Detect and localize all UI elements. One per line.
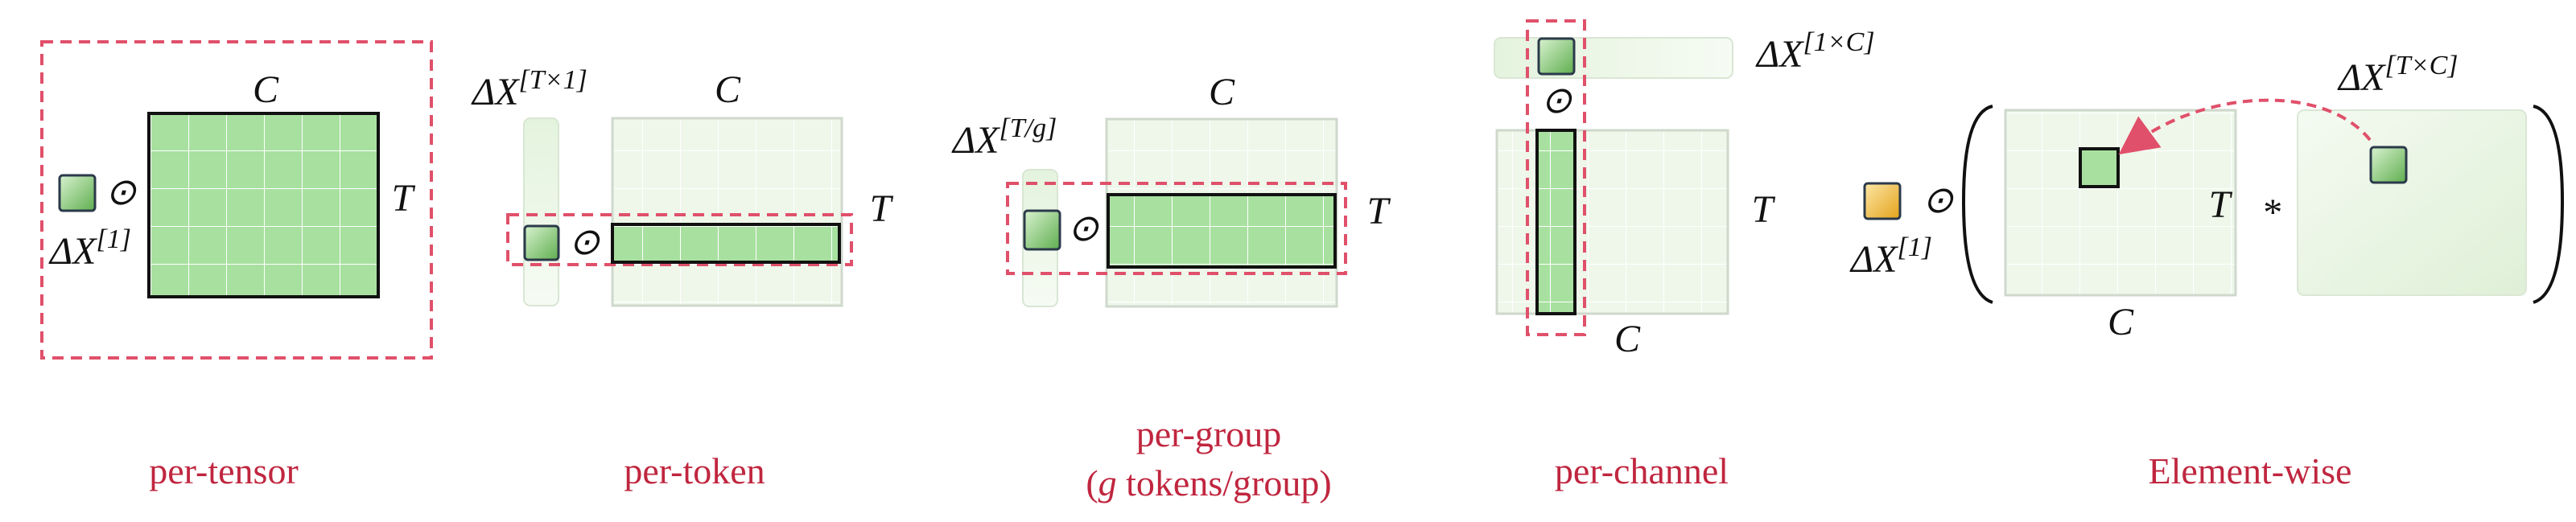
per-token-scale-column: [523, 117, 559, 306]
per-channel-row-label: T: [1752, 188, 1776, 231]
element-wise-matrix: [2004, 109, 2237, 297]
element-wise-scale-cell: [2369, 146, 2408, 184]
panel-per-tensor: C T ⊙ ΔX[1] per-tensor: [40, 40, 433, 491]
per-channel-scale-square: [1537, 37, 1576, 76]
panel-element-wise: ⊙ ΔX[1] T C * ΔX[T×C] Element-wise: [1849, 51, 2565, 491]
per-channel-matrix: [1495, 129, 1729, 315]
element-wise-multiply-op: *: [2261, 191, 2281, 234]
panel-per-group: ⊙ C T ΔX[T/g] per-group (g tokens/group): [951, 71, 1391, 504]
per-tensor-row-label: T: [392, 177, 416, 220]
per-channel-hadamard-op: ⊙: [1541, 80, 1572, 121]
per-channel-dashed-box: [1526, 19, 1586, 336]
per-group-col-label: C: [1209, 71, 1235, 113]
element-wise-col-label: C: [2108, 301, 2134, 343]
per-group-row-label: T: [1367, 190, 1391, 232]
per-tensor-caption: per-tensor: [149, 450, 299, 491]
per-token-col-label: C: [715, 68, 741, 111]
element-wise-hadamard-op: ⊙: [1923, 179, 1954, 220]
per-group-dashed-box: [1006, 182, 1347, 275]
per-tensor-dashed-box: [40, 40, 433, 360]
per-group-scale-square: [1023, 209, 1061, 251]
element-wise-right-paren: [2533, 105, 2565, 304]
element-wise-scale-label: ΔX[1]: [1849, 232, 1932, 281]
per-token-matrix: [611, 117, 843, 307]
per-tensor-scale-square: [58, 174, 97, 212]
per-group-caption-line2: (g tokens/group): [1086, 462, 1331, 504]
per-channel-caption: per-channel: [1555, 450, 1729, 491]
per-channel-selected-col: [1535, 129, 1577, 315]
element-wise-caption: Element-wise: [2149, 450, 2352, 491]
per-token-row-label: T: [870, 187, 894, 230]
per-tensor-matrix: [147, 112, 380, 298]
per-token-dashed-box: [506, 213, 853, 266]
per-group-selected-rows: [1107, 193, 1337, 269]
element-wise-left-paren: [1961, 105, 1993, 304]
panel-per-channel: ⊙ C T ΔX[1×C] per-channel: [1494, 19, 1875, 491]
per-token-hadamard-op: ⊙: [569, 221, 600, 262]
per-token-scale-square: [523, 224, 560, 261]
element-wise-matrix-label: ΔX[T×C]: [2337, 51, 2459, 99]
per-channel-col-label: C: [1614, 318, 1641, 360]
per-tensor-col-label: C: [253, 68, 279, 111]
element-wise-row-label: T: [2209, 183, 2233, 226]
element-wise-scale-matrix: [2297, 109, 2527, 296]
per-token-scale-label: ΔX[T×1]: [471, 65, 587, 113]
per-group-hadamard-op: ⊙: [1068, 208, 1099, 249]
per-tensor-scale-label: ΔX[1]: [48, 224, 131, 273]
per-tensor-hadamard-op: ⊙: [105, 171, 137, 212]
per-token-caption: per-token: [624, 450, 765, 491]
per-group-caption-line1: per-group: [1136, 413, 1281, 454]
per-channel-scale-label: ΔX[1×C]: [1755, 27, 1875, 76]
element-wise-selected-cell: [2079, 147, 2120, 188]
element-wise-arrow: [2118, 98, 2372, 155]
per-group-scale-label: ΔX[T/g]: [951, 113, 1057, 162]
per-token-selected-row: [611, 223, 841, 264]
panel-per-token: ⊙ C T ΔX[T×1] per-token: [471, 65, 894, 491]
per-channel-scale-row: [1494, 37, 1733, 79]
element-wise-scale-square: [1863, 182, 1902, 220]
